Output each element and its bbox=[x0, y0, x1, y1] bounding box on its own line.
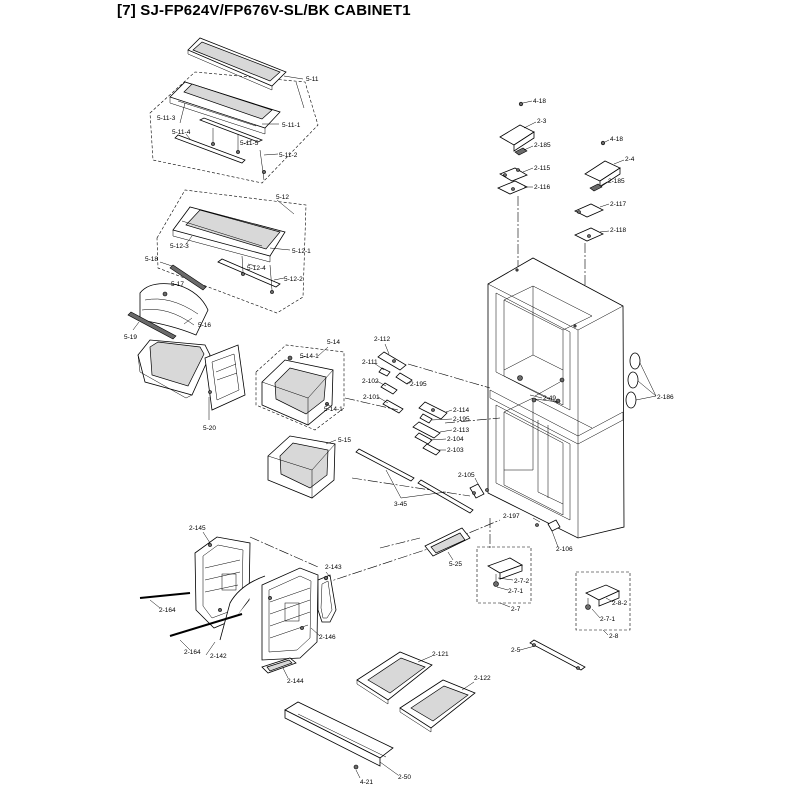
top-hinge-right bbox=[574, 139, 625, 242]
wire-2-142 bbox=[205, 575, 266, 656]
base-2-50 bbox=[284, 701, 399, 779]
label-2-185-a: 2-185 bbox=[534, 142, 551, 149]
label-2-185-b: 2-185 bbox=[608, 178, 625, 185]
label-3-45: 3-45 bbox=[394, 501, 407, 508]
label-5-20: 5-20 bbox=[203, 425, 216, 432]
label-5-11-1: 5-11-1 bbox=[282, 122, 301, 129]
label-2-7: 2-7 bbox=[511, 606, 521, 613]
label-5-12-1: 5-12-1 bbox=[292, 248, 311, 255]
label-2-114: 2-114 bbox=[453, 407, 470, 414]
rails-3-45 bbox=[355, 448, 474, 514]
label-2-112: 2-112 bbox=[374, 336, 391, 343]
label-5-19: 5-19 bbox=[124, 334, 137, 341]
lower-hinge-parts bbox=[469, 477, 561, 548]
crisper-assembly bbox=[127, 261, 246, 420]
label-5-17: 5-17 bbox=[171, 281, 184, 288]
hinge-bottom-left-2-7 bbox=[476, 546, 532, 608]
diagram-title: [7] SJ-FP624V/FP676V-SL/BK CABINET1 bbox=[117, 2, 411, 19]
label-2-164-b: 2-164 bbox=[184, 649, 201, 656]
label-5-12-2: 5-12-2 bbox=[284, 276, 303, 283]
label-2-118: 2-118 bbox=[610, 227, 627, 234]
shelf-assembly-5-12 bbox=[156, 189, 307, 314]
label-2-197: 2-197 bbox=[503, 513, 520, 520]
cabinet-body bbox=[487, 257, 625, 539]
side-parts-2-186 bbox=[625, 352, 657, 409]
label-5-16: 5-16 bbox=[198, 322, 211, 329]
label-5-12-4: 5-12-4 bbox=[247, 265, 266, 272]
label-2-106: 2-106 bbox=[556, 546, 573, 553]
label-2-121: 2-121 bbox=[432, 651, 449, 658]
drawer-assembly bbox=[255, 344, 345, 499]
label-2-145: 2-145 bbox=[189, 525, 206, 532]
label-4-18-b: 4-18 bbox=[610, 136, 623, 143]
label-2-7-1-b: 2-7-1 bbox=[600, 616, 616, 623]
label-2-144: 2-144 bbox=[287, 678, 304, 685]
label-2-186: 2-186 bbox=[657, 394, 674, 401]
label-5-11-2: 5-11-2 bbox=[279, 152, 298, 159]
label-5-11-3: 5-11-3 bbox=[157, 115, 176, 122]
label-2-164-a: 2-164 bbox=[159, 607, 176, 614]
label-2-7-1: 2-7-1 bbox=[508, 588, 524, 595]
part-2-144 bbox=[261, 657, 297, 679]
label-2-116: 2-116 bbox=[534, 184, 551, 191]
label-5-25: 5-25 bbox=[449, 561, 462, 568]
grille-2-122 bbox=[399, 679, 476, 733]
panel-2-146 bbox=[261, 567, 321, 661]
grille-2-121 bbox=[356, 651, 433, 705]
bars-2-164 bbox=[139, 592, 243, 651]
part-labels: 5-11 5-11-3 5-11-1 5-11-4 5-11-5 5-11-2 … bbox=[124, 76, 674, 786]
label-2-5: 2-5 bbox=[511, 647, 521, 654]
top-hinge-left bbox=[497, 100, 537, 195]
label-2-195-a: 2-195 bbox=[410, 381, 427, 388]
label-2-7-2: 2-7-2 bbox=[514, 578, 530, 585]
label-5-12: 5-12 bbox=[276, 194, 289, 201]
label-5-14: 5-14 bbox=[327, 339, 340, 346]
label-2-8-2: 2-8-2 bbox=[612, 600, 628, 607]
label-5-14-1-top: 5-14-1 bbox=[300, 353, 319, 360]
label-2-104: 2-104 bbox=[447, 436, 464, 443]
label-5-11-5: 5-11-5 bbox=[240, 140, 259, 147]
label-5-11: 5-11 bbox=[306, 76, 319, 83]
label-2-101: 2-101 bbox=[363, 394, 380, 401]
label-2-8: 2-8 bbox=[609, 633, 619, 640]
bar-2-5 bbox=[519, 639, 586, 671]
label-2-3: 2-3 bbox=[537, 118, 547, 125]
label-2-146: 2-146 bbox=[319, 634, 336, 641]
label-5-15: 5-15 bbox=[338, 437, 351, 444]
label-5-18: 5-18 bbox=[145, 256, 158, 263]
label-2-117: 2-117 bbox=[610, 201, 627, 208]
shelf-assembly-5-11 bbox=[149, 37, 319, 184]
part-5-25 bbox=[424, 527, 471, 561]
part-2-143 bbox=[317, 571, 337, 623]
label-5-14-1-bottom: 5-14-1 bbox=[324, 406, 343, 413]
label-5-11-4: 5-11-4 bbox=[172, 129, 191, 136]
label-2-113: 2-113 bbox=[453, 427, 470, 434]
label-2-49: 2-49 bbox=[543, 395, 556, 402]
label-5-12-3: 5-12-3 bbox=[170, 243, 189, 250]
label-4-21: 4-21 bbox=[360, 779, 373, 786]
label-2-122: 2-122 bbox=[474, 675, 491, 682]
label-2-111: 2-111 bbox=[362, 359, 378, 366]
hinge-bottom-right-2-8 bbox=[575, 571, 631, 636]
label-2-103: 2-103 bbox=[447, 447, 464, 454]
label-2-143: 2-143 bbox=[325, 564, 342, 571]
divider-parts-group bbox=[373, 343, 453, 456]
label-2-102: 2-102 bbox=[362, 378, 379, 385]
label-2-115: 2-115 bbox=[534, 165, 551, 172]
label-2-105: 2-105 bbox=[458, 472, 475, 479]
label-2-50: 2-50 bbox=[398, 774, 411, 781]
label-2-195-b: 2-195 bbox=[453, 416, 470, 423]
label-2-4: 2-4 bbox=[625, 156, 635, 163]
label-4-18-a: 4-18 bbox=[533, 98, 546, 105]
label-2-142: 2-142 bbox=[210, 653, 227, 660]
